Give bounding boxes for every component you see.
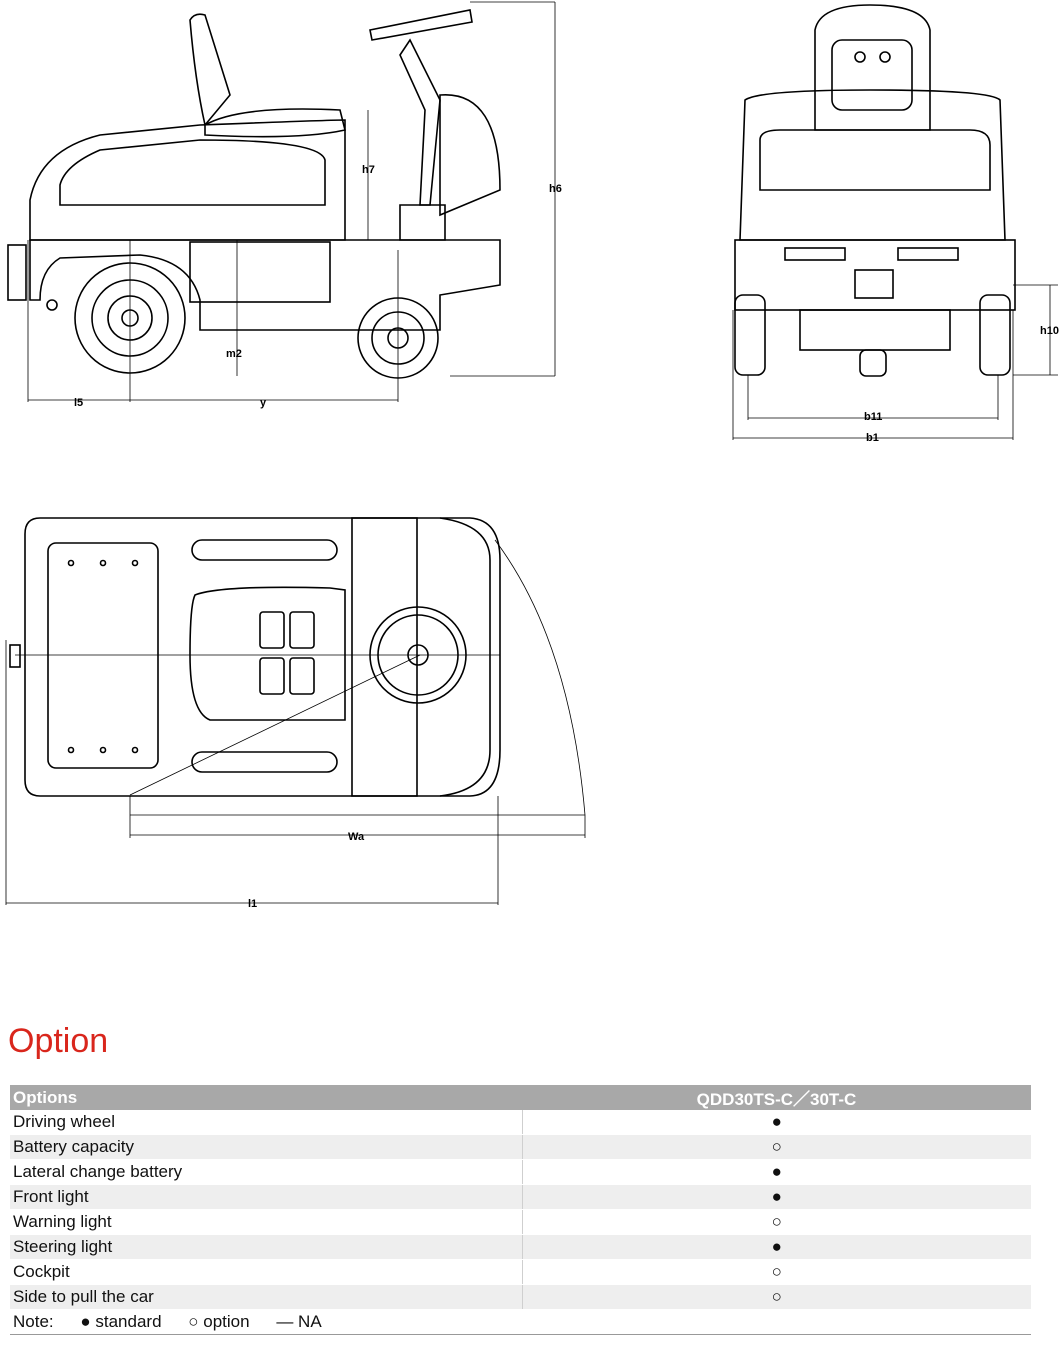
legend-note: Note: ● standard ○ option — NA <box>10 1309 1031 1335</box>
table-row: Steering light ● <box>10 1234 1031 1260</box>
option-name: Warning light <box>10 1209 522 1235</box>
table-row: Warning light ○ <box>10 1209 1031 1235</box>
side-view-dimensions <box>27 1 556 402</box>
option-value: ○ <box>521 1134 1031 1160</box>
option-value: ● <box>521 1184 1031 1210</box>
header-options: Options <box>10 1085 522 1110</box>
dim-label-l1: l1 <box>248 898 257 910</box>
dim-label-h6: h6 <box>549 183 562 195</box>
technical-drawings: h7 h6 m2 l5 y h10 b11 b1 <box>5 1 1059 910</box>
note-label: Note: <box>13 1312 54 1331</box>
top-view-dimensions <box>5 539 586 905</box>
table-row: Driving wheel ● <box>10 1110 1031 1135</box>
option-name: Cockpit <box>10 1259 522 1285</box>
dim-label-h7: h7 <box>362 164 375 176</box>
note-standard: ● standard <box>80 1312 162 1331</box>
rear-view-drawing <box>734 4 1016 377</box>
side-view-drawing <box>7 9 501 379</box>
options-table: Options QDD30TS-C／30T-C Driving wheel ● … <box>10 1085 1031 1335</box>
dim-label-b1: b1 <box>866 432 879 444</box>
table-row: Battery capacity ○ <box>10 1134 1031 1160</box>
option-value: ● <box>521 1234 1031 1260</box>
dim-label-l5: l5 <box>74 397 83 409</box>
option-name: Side to pull the car <box>10 1284 522 1310</box>
dim-label-wa: Wa <box>348 831 365 843</box>
note-option: ○ option <box>188 1312 250 1331</box>
option-value: ● <box>521 1110 1031 1135</box>
note-na: — NA <box>276 1312 322 1331</box>
dim-label-m2: m2 <box>226 348 242 360</box>
rear-view-dimensions <box>732 284 1058 440</box>
dim-label-h10: h10 <box>1040 325 1059 337</box>
dim-label-b11: b11 <box>864 411 882 423</box>
option-name: Lateral change battery <box>10 1159 522 1185</box>
option-value: ● <box>521 1159 1031 1185</box>
option-name: Front light <box>10 1184 522 1210</box>
header-model: QDD30TS-C／30T-C <box>522 1085 1031 1110</box>
section-title-option: Option <box>8 1022 109 1060</box>
option-value: ○ <box>521 1209 1031 1235</box>
option-value: ○ <box>521 1284 1031 1310</box>
option-name: Driving wheel <box>10 1110 522 1135</box>
dim-label-y: y <box>260 397 267 409</box>
option-name: Steering light <box>10 1234 522 1260</box>
table-row: Front light ● <box>10 1184 1031 1210</box>
table-row: Cockpit ○ <box>10 1259 1031 1285</box>
option-value: ○ <box>521 1259 1031 1285</box>
legend-note-row: Note: ● standard ○ option — NA <box>10 1309 1031 1335</box>
table-row: Lateral change battery ● <box>10 1159 1031 1185</box>
option-name: Battery capacity <box>10 1134 522 1160</box>
top-view-drawing <box>9 517 501 797</box>
table-header-row: Options QDD30TS-C／30T-C <box>10 1085 1031 1110</box>
table-row: Side to pull the car ○ <box>10 1284 1031 1310</box>
